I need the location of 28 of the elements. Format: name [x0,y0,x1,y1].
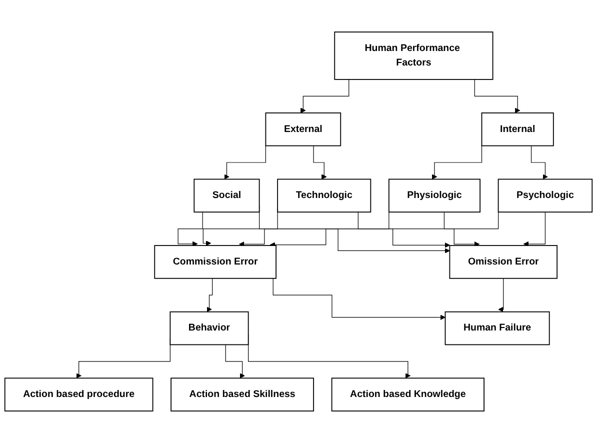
arrow [530,145,548,180]
node-box: Human Failure [444,311,550,346]
node-box: Psychologic [498,178,593,213]
arrow [474,79,520,114]
arrow [313,145,327,180]
arrow [178,212,203,247]
node-box: Internal [481,112,554,146]
node-box: Technologic [277,178,372,213]
arrow [358,212,450,248]
arrow [206,278,213,312]
node-box: Commission Error [154,245,276,279]
arrow [225,344,245,378]
node-box: Action based procedure [4,378,154,412]
arrow [432,143,482,180]
node-box: Action based Knowledge [331,378,484,412]
node-box: Action based Skillness [170,378,314,412]
arrow [498,278,504,312]
arrow [444,212,480,247]
arrow [300,79,350,114]
node-box: Omission Error [449,245,558,279]
node-box: Physiologic [388,178,480,213]
node-box: Social [194,178,260,213]
arrow [272,278,446,320]
node-box: External [265,112,342,146]
node-box: Behavior [170,311,249,346]
arrow [523,212,546,247]
node-box: Human Performance Factors [334,32,494,80]
arrow [224,145,266,180]
